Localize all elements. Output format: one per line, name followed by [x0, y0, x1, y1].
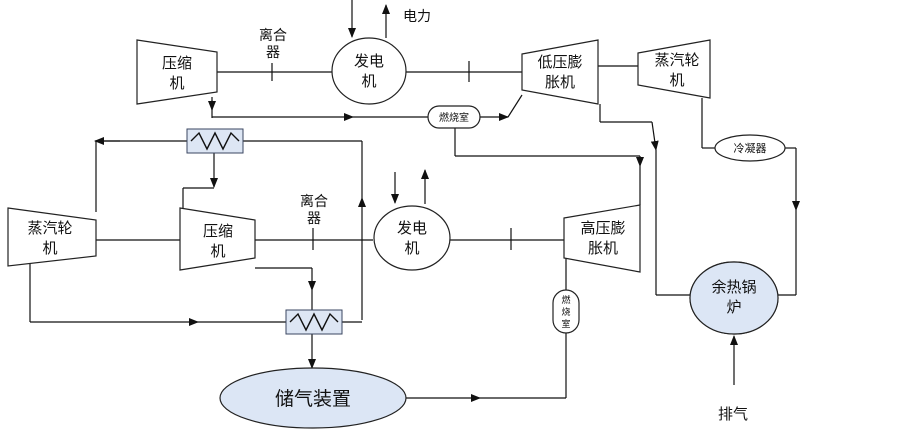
top-steam-turbine: 蒸汽轮 机 — [637, 39, 711, 99]
svg-text:燃: 燃 — [561, 294, 570, 306]
svg-text:炉: 炉 — [726, 298, 741, 316]
svg-text:机: 机 — [361, 72, 376, 90]
svg-text:离合: 离合 — [300, 193, 328, 210]
svg-text:机: 机 — [404, 239, 419, 257]
hrsg: 余热锅 炉 — [689, 261, 779, 335]
svg-text:烧: 烧 — [561, 306, 570, 318]
svg-text:机: 机 — [210, 242, 225, 260]
svg-text:蒸汽轮: 蒸汽轮 — [654, 51, 699, 69]
top-clutch-label: 离合 器 — [259, 27, 287, 61]
svg-text:冷凝器: 冷凝器 — [734, 141, 767, 155]
svg-text:机: 机 — [42, 239, 57, 257]
exhaust-label: 排气 — [718, 405, 748, 423]
svg-text:离合: 离合 — [259, 27, 287, 44]
bottom-clutch-label: 离合 器 — [300, 193, 328, 227]
bottom-combustor: 燃 烧 室 — [552, 289, 580, 334]
svg-text:机: 机 — [169, 74, 184, 92]
svg-text:压缩: 压缩 — [162, 54, 192, 72]
svg-text:器: 器 — [266, 45, 280, 61]
condenser: 冷凝器 — [714, 134, 786, 162]
svg-text:发电: 发电 — [354, 52, 384, 70]
svg-text:低压膨: 低压膨 — [537, 53, 582, 71]
top-compressor: 压缩 机 — [136, 39, 218, 105]
bottom-steam-turbine: 蒸汽轮 机 — [7, 207, 97, 267]
heat-exchanger-top — [186, 128, 244, 154]
svg-text:蒸汽轮: 蒸汽轮 — [27, 219, 72, 237]
top-combustor: 燃烧室 — [427, 105, 481, 129]
svg-text:燃烧室: 燃烧室 — [439, 111, 469, 124]
bottom-generator: 发电 机 — [373, 169, 451, 271]
svg-text:胀机: 胀机 — [545, 73, 575, 91]
svg-text:储气装置: 储气装置 — [275, 388, 351, 410]
lp-expander: 低压膨 胀机 — [521, 39, 599, 105]
top-generator: 发电 机 — [331, 37, 407, 105]
hp-expander: 高压膨 胀机 — [563, 204, 641, 273]
svg-text:胀机: 胀机 — [588, 239, 618, 257]
svg-text:发电: 发电 — [397, 219, 427, 237]
power-label: 电力 — [403, 9, 431, 25]
bottom-compressor: 压缩 机 — [179, 207, 256, 271]
svg-text:余热锅: 余热锅 — [711, 278, 756, 296]
svg-text:机: 机 — [669, 71, 684, 89]
storage-vessel: 储气装置 — [219, 367, 407, 429]
connection-lines — [29, 0, 800, 402]
svg-text:室: 室 — [561, 318, 570, 330]
svg-text:器: 器 — [307, 211, 321, 227]
svg-text:高压膨: 高压膨 — [580, 219, 625, 237]
svg-text:压缩: 压缩 — [203, 222, 233, 240]
heat-exchanger-bottom — [285, 309, 343, 335]
